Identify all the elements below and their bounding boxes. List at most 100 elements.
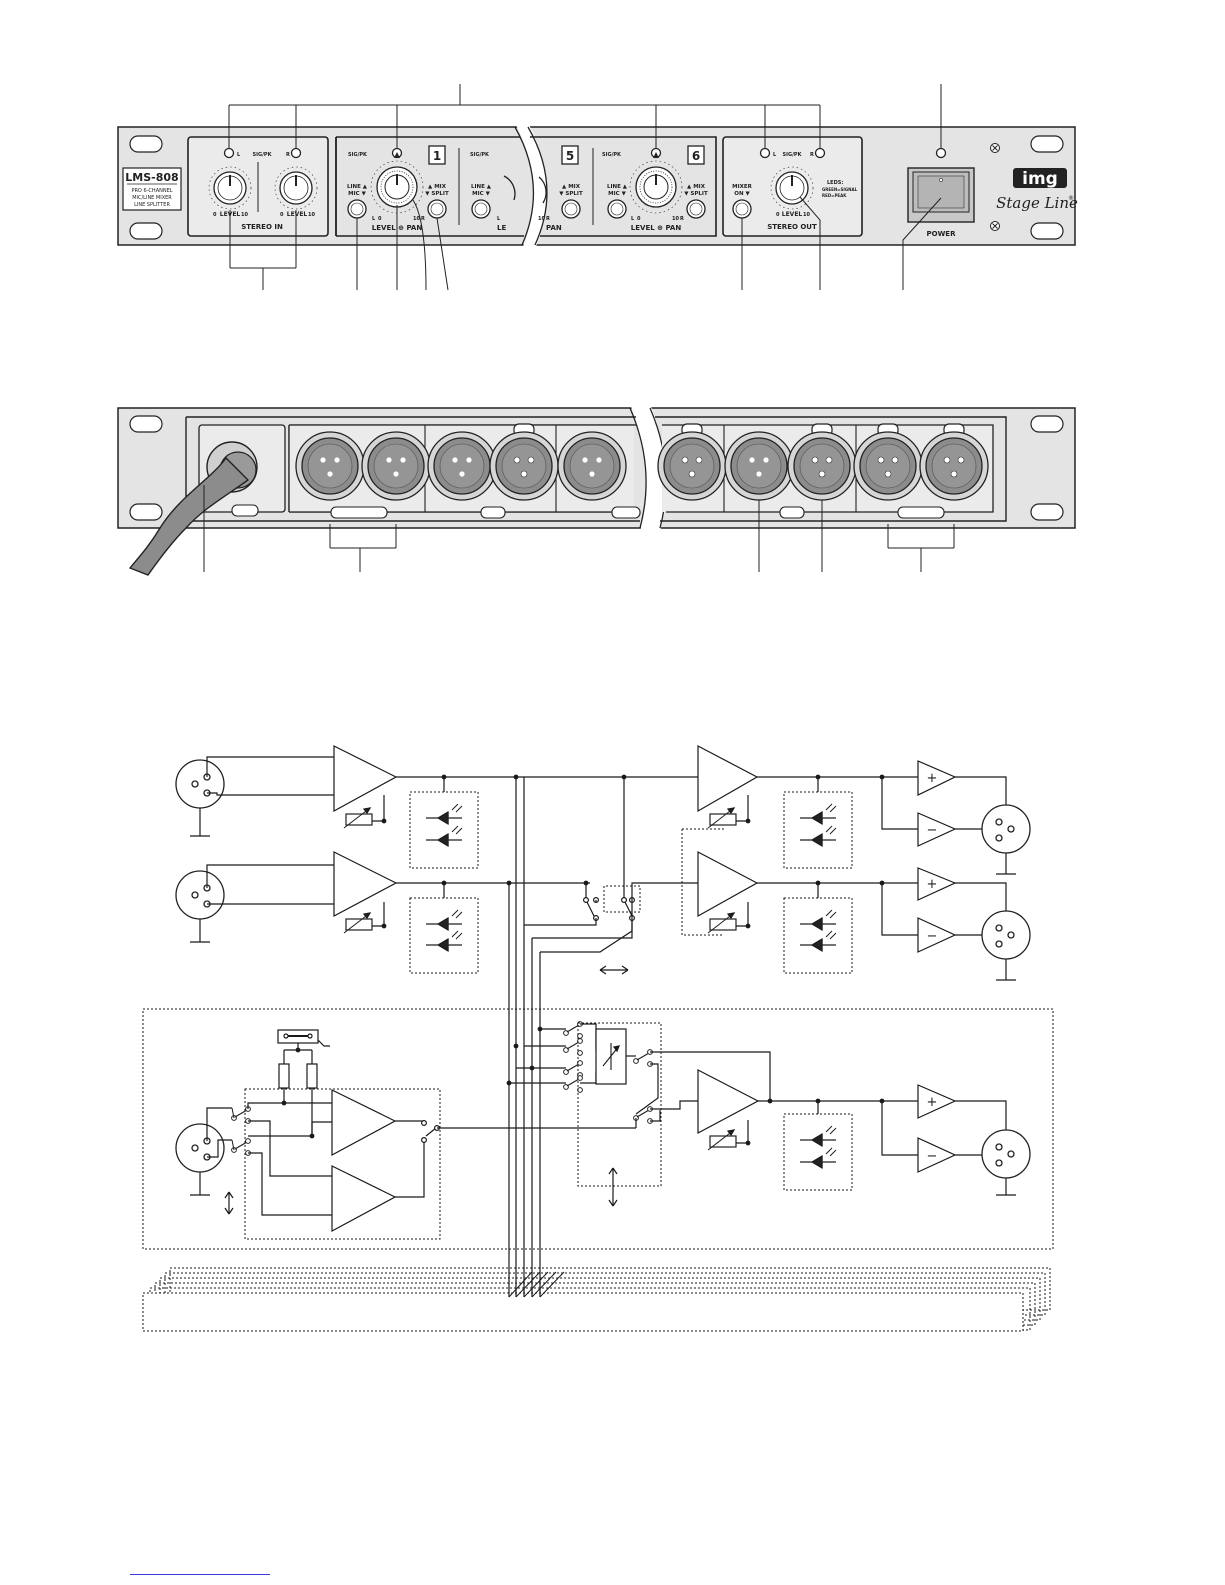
svg-text:▲ MIX: ▲ MIX [428, 184, 447, 190]
svg-text:STEREO IN: STEREO IN [241, 223, 283, 231]
svg-text:−: − [927, 823, 938, 838]
output-connector-modules [657, 423, 994, 519]
mixer-on-button [732, 199, 752, 219]
ch6-mix-split-button [686, 199, 706, 219]
stereo-in-module: L SIG/PK R 0 LEVEL 10 0 LEVEL 10 STEREO … [187, 136, 329, 237]
svg-text:LEVEL: LEVEL [287, 211, 308, 218]
led-box-3 [783, 791, 853, 869]
svg-text:+: + [927, 1095, 938, 1110]
svg-text:LMS-808: LMS-808 [125, 171, 178, 184]
svg-text:▼ SPLIT: ▼ SPLIT [559, 191, 583, 197]
svg-text:LINE ▲: LINE ▲ [607, 184, 628, 190]
svg-text:6: 6 [692, 149, 700, 163]
stereo-in-right-led [290, 147, 302, 159]
line-preamp [331, 1165, 397, 1233]
svg-text:0: 0 [280, 212, 284, 218]
rear-leader-lines [203, 485, 955, 572]
svg-text:L: L [497, 216, 501, 222]
stereo-in-left-jack [295, 431, 365, 501]
power-switch[interactable] [907, 167, 975, 223]
svg-text:R: R [286, 152, 290, 158]
ch-partial-line-mic-button [471, 199, 491, 219]
stereo-out-l-amp [697, 745, 759, 813]
svg-text:R: R [810, 152, 814, 158]
block-diagram [142, 745, 1054, 1332]
svg-text:img: img [1022, 169, 1058, 189]
svg-text:RED=PEAK: RED=PEAK [822, 193, 847, 198]
front-panel: LMS-808 PRO 6-CHANNEL MIC/LINE MIXER LIN… [117, 84, 1078, 291]
svg-text:▲ MIX: ▲ MIX [687, 184, 706, 190]
ch6-line-mic-button [607, 199, 627, 219]
led-box-5 [783, 1113, 853, 1191]
stereo-out-r-amp [697, 851, 759, 918]
svg-text:L: L [773, 152, 777, 158]
svg-text:SIG/PK: SIG/PK [253, 152, 273, 158]
ch5-number-badge: 5 [561, 145, 579, 165]
svg-text:PRO 6-CHANNEL: PRO 6-CHANNEL [131, 188, 172, 194]
stereo-out-l-connector [981, 804, 1031, 854]
svg-text:10: 10 [308, 212, 315, 218]
rear-panel [117, 404, 1076, 576]
svg-text:MIXER: MIXER [732, 184, 753, 190]
svg-text:SIG/PK: SIG/PK [783, 152, 803, 158]
ch1-line-mic-button [347, 199, 367, 219]
ch1-input-jack [427, 431, 497, 501]
led-box-2 [409, 897, 479, 974]
svg-text:5: 5 [566, 149, 574, 163]
stereo-out-right-led [814, 147, 826, 159]
led-box-1 [409, 791, 479, 869]
stereo-in-l-connector [175, 759, 225, 809]
channel-modules-right: 10 R PAN 5 ▲ MIX ▼ SPLIT SIG/PK 6 LINE ▲… [530, 136, 717, 237]
svg-text:L: L [372, 216, 376, 222]
svg-text:Stage Line: Stage Line [996, 194, 1078, 212]
svg-text:MIC ▼: MIC ▼ [608, 191, 626, 197]
footnote-rule [130, 1574, 270, 1575]
svg-text:LE: LE [497, 224, 506, 232]
mic-preamp [331, 1089, 397, 1157]
svg-text:R: R [421, 216, 425, 222]
svg-text:SIG/PK: SIG/PK [602, 152, 622, 158]
stereo-out-r-connector [981, 910, 1031, 960]
svg-text:+: + [927, 771, 938, 786]
svg-text:0: 0 [637, 216, 641, 222]
svg-text:®: ® [1068, 195, 1074, 202]
channel-input-connector [175, 1123, 225, 1173]
svg-text:GREEN=SIGNAL: GREEN=SIGNAL [822, 187, 858, 192]
stereo-in-l-amp [333, 745, 398, 813]
svg-text:−: − [927, 929, 938, 944]
stereo-switch-arrow [599, 965, 629, 975]
svg-text:R: R [680, 216, 684, 222]
svg-text:1: 1 [433, 149, 441, 163]
mic-line-switch-arrow [224, 1191, 234, 1215]
mix-split-arrow [608, 1167, 618, 1207]
channel-stack-outlines [142, 1267, 1051, 1332]
svg-text:10: 10 [803, 212, 810, 218]
svg-text:PAN: PAN [546, 224, 562, 232]
stereo-in-r-connector [175, 870, 225, 920]
svg-text:STEREO OUT: STEREO OUT [767, 223, 817, 231]
ch6-number-badge: 6 [687, 145, 705, 165]
stereo-in-right-jack [361, 431, 431, 501]
channel-block-outline [142, 1008, 1054, 1250]
ch2-input-jack [557, 431, 627, 501]
svg-text:LEVEL: LEVEL [782, 211, 803, 218]
svg-text:MIC ▼: MIC ▼ [472, 191, 490, 197]
svg-text:LINE ▲: LINE ▲ [347, 184, 368, 190]
driver-polarity-labels: + − + − + − [927, 771, 938, 1164]
model-badge: LMS-808 PRO 6-CHANNEL MIC/LINE MIXER LIN… [122, 167, 182, 211]
svg-text:10: 10 [413, 216, 420, 222]
svg-text:LEDS:: LEDS: [827, 180, 843, 186]
svg-text:0: 0 [213, 212, 217, 218]
svg-text:▼ SPLIT: ▼ SPLIT [425, 191, 449, 197]
front-leader-lines [228, 84, 942, 291]
svg-text:SIG/PK: SIG/PK [470, 152, 490, 158]
input-connector-modules [288, 423, 641, 519]
svg-text:−: − [927, 1149, 938, 1164]
power-cable-module [128, 424, 286, 576]
svg-text:10: 10 [672, 216, 679, 222]
svg-text:▼ SPLIT: ▼ SPLIT [684, 191, 708, 197]
channel-output-amp [697, 1069, 760, 1134]
svg-text:POWER: POWER [927, 230, 957, 238]
svg-text:LEVEL ⊕ PAN: LEVEL ⊕ PAN [631, 224, 682, 232]
led-box-4 [783, 897, 853, 974]
